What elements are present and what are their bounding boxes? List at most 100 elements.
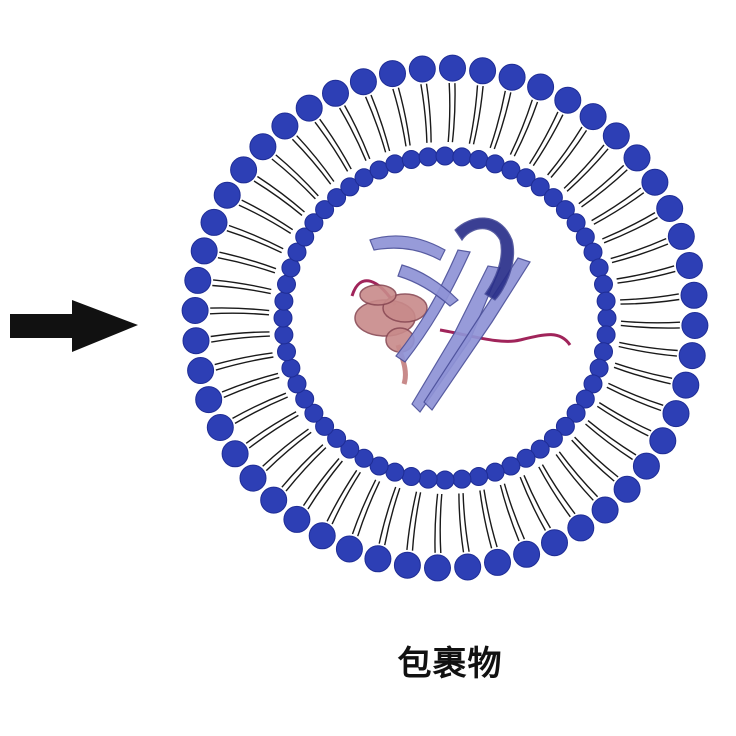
lipid-head-outer	[184, 266, 212, 294]
lipid-head-inner	[485, 462, 505, 482]
lipid-head-outer	[424, 554, 451, 582]
lipid-tail	[566, 148, 609, 192]
lipid-tail	[451, 83, 456, 143]
lipid-head-outer	[322, 79, 349, 107]
lipid-head-inner	[281, 358, 301, 378]
lipid-head-inner	[315, 200, 335, 220]
lipid-tail	[616, 265, 675, 280]
caption-label: 包裹物	[397, 644, 503, 684]
lipid-tail	[550, 130, 588, 178]
lipid-head-inner	[516, 168, 536, 188]
lipid-head-outer	[283, 505, 311, 533]
lipid-head-inner	[501, 160, 521, 180]
lipid-tail	[307, 460, 343, 510]
lipid-head-inner	[575, 227, 595, 247]
lipid-tail	[593, 192, 645, 225]
lipid-head-outer	[182, 327, 210, 355]
lipid-head-outer	[681, 312, 709, 339]
lipid-tail	[271, 158, 316, 200]
lipid-head-outer	[675, 252, 703, 279]
lipid-head-inner	[295, 227, 315, 247]
lipid-tail	[338, 107, 367, 161]
lipid-tail	[434, 493, 439, 553]
lipid-head-outer	[181, 297, 209, 324]
lipid-tail	[210, 307, 270, 312]
liposome-bilayer-icon	[181, 54, 709, 582]
lipid-head-outer	[513, 540, 541, 568]
lipid-head-inner	[340, 177, 360, 197]
lipid-head-inner	[469, 150, 489, 169]
lipid-tail	[581, 169, 628, 208]
lipid-tail	[238, 204, 292, 234]
lipid-head-inner	[594, 274, 613, 294]
lipid-head-inner	[596, 291, 616, 311]
lipid-tail	[529, 111, 559, 165]
lipid-head-inner	[435, 146, 455, 166]
lipid-tail	[472, 86, 484, 145]
lipid-tail	[602, 211, 656, 240]
lipid-head-inner	[354, 448, 374, 468]
lipid-tail	[425, 83, 432, 143]
lipid-tail	[223, 376, 280, 399]
lipid-head-inner	[295, 389, 315, 409]
lipid-heads-inner	[273, 146, 617, 490]
lipid-tail	[281, 444, 324, 488]
lipid-tail	[302, 458, 340, 506]
lipid-head-inner	[327, 428, 347, 448]
lipid-head-inner	[452, 147, 472, 167]
lipid-head-inner	[385, 154, 405, 174]
lipid-tail	[447, 82, 451, 143]
lipid-head-inner	[501, 456, 521, 476]
lipid-tail	[489, 90, 506, 149]
lipid-tail	[617, 270, 676, 284]
lipid-head-inner	[435, 470, 455, 490]
lipid-head-inner	[281, 258, 301, 278]
lipid-head-inner	[354, 168, 374, 188]
lipid-tail	[596, 405, 649, 437]
lipid-tail	[213, 279, 272, 291]
lipid-tail	[458, 493, 465, 553]
lipid-tail	[598, 402, 652, 432]
lipid-head-outer	[632, 452, 660, 480]
lipid-tail	[241, 199, 294, 231]
lipid-head-outer	[335, 535, 363, 563]
lipid-tail	[591, 187, 642, 222]
lipid-head-outer	[195, 386, 223, 414]
lipid-head-outer	[498, 63, 526, 91]
lipid-head-outer	[295, 94, 323, 122]
lipid-tail	[392, 88, 407, 147]
lipid-tail	[606, 386, 662, 412]
lipid-head-outer	[469, 57, 497, 85]
lipid-head-outer	[554, 86, 582, 114]
lipid-head-outer	[187, 357, 215, 384]
lipid-tail	[613, 366, 671, 385]
lipid-head-outer	[249, 133, 277, 161]
lipid-tail	[483, 489, 498, 548]
lipid-tail	[439, 493, 443, 554]
lipid-head-inner	[596, 325, 616, 345]
lipid-tail	[620, 324, 680, 329]
lipid-head-inner	[287, 374, 307, 394]
lipid-head-outer	[656, 195, 684, 222]
lipid-head-outer	[567, 514, 595, 542]
lipid-head-outer	[260, 486, 288, 514]
lipid-head-inner	[304, 403, 324, 423]
lipid-head-outer	[190, 237, 218, 265]
lipid-tail	[603, 216, 658, 244]
lipid-head-outer	[213, 181, 241, 209]
lipid-tail	[285, 447, 327, 492]
lipid-tail	[608, 382, 664, 406]
lipid-head-inner	[418, 469, 438, 489]
lipid-tail	[420, 84, 428, 143]
lipid-tail	[538, 466, 571, 518]
lipid-tail	[578, 164, 625, 205]
lipid-tail	[619, 341, 678, 352]
lipid-tail	[411, 492, 422, 551]
lipid-tail	[503, 483, 526, 540]
lipid-head-inner	[315, 416, 335, 436]
lipid-tail	[611, 243, 669, 264]
lipid-head-outer	[393, 551, 421, 579]
lipid-tail	[291, 138, 332, 185]
lipid-tail	[262, 428, 309, 467]
lipid-tail	[547, 126, 583, 176]
